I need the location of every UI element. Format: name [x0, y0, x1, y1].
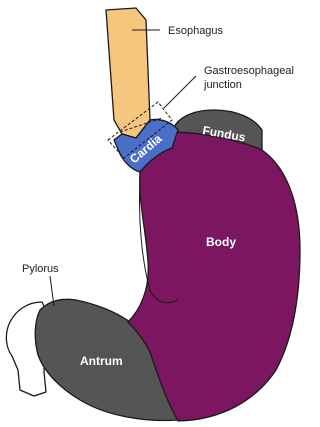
ge-junction-label-line2: junction — [203, 79, 242, 91]
antrum-label: Antrum — [80, 354, 123, 368]
body-label: Body — [206, 235, 236, 249]
esophagus-label: Esophagus — [168, 25, 224, 37]
esophagus-tube — [106, 8, 150, 138]
pylorus-label: Pylorus — [22, 263, 59, 275]
ge-junction-leader-line — [164, 76, 196, 108]
ge-junction-label-line1: Gastroesophageal — [204, 65, 294, 77]
